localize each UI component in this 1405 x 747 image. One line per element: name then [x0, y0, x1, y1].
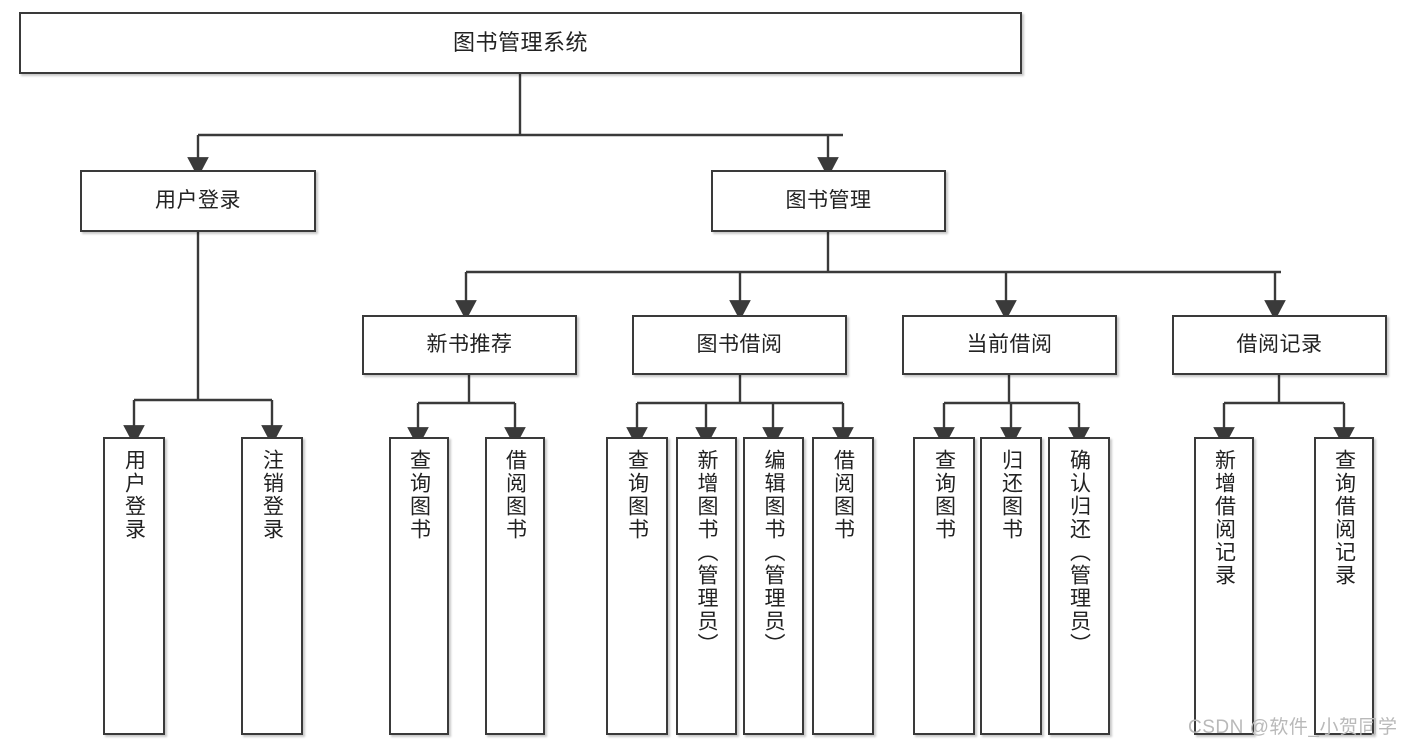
leaf-edit-book-admin[interactable]: 编辑图书（管理员）	[743, 437, 804, 735]
node-label: 查询借阅记录	[1332, 449, 1356, 587]
node-label: 借阅图书	[831, 449, 855, 541]
leaf-query-book-current[interactable]: 查询图书	[913, 437, 975, 735]
leaf-add-book-admin[interactable]: 新增图书（管理员）	[676, 437, 737, 735]
node-current-borrow[interactable]: 当前借阅	[902, 315, 1117, 375]
node-label: 注销登录	[260, 449, 284, 541]
leaf-return-book[interactable]: 归还图书	[980, 437, 1042, 735]
node-label: 图书借阅	[696, 332, 783, 356]
node-borrow-record[interactable]: 借阅记录	[1172, 315, 1387, 375]
leaf-user-login[interactable]: 用户登录	[103, 437, 165, 735]
node-label: 用户登录	[122, 449, 146, 541]
leaf-confirm-return-admin[interactable]: 确认归还（管理员）	[1048, 437, 1110, 735]
node-new-book-recommend[interactable]: 新书推荐	[362, 315, 577, 375]
node-label: 查询图书	[625, 449, 649, 541]
node-user-login[interactable]: 用户登录	[80, 170, 316, 232]
leaf-borrow-book-newbook[interactable]: 借阅图书	[485, 437, 545, 735]
leaf-borrow-book[interactable]: 借阅图书	[812, 437, 874, 735]
node-label: 确认归还（管理员）	[1067, 449, 1091, 656]
node-label: 归还图书	[999, 449, 1023, 541]
watermark-text: CSDN @软件_小贺同学	[1188, 717, 1398, 738]
node-book-management[interactable]: 图书管理	[711, 170, 946, 232]
node-book-borrow[interactable]: 图书借阅	[632, 315, 847, 375]
node-label: 新增借阅记录	[1212, 449, 1236, 587]
leaf-logout[interactable]: 注销登录	[241, 437, 303, 735]
node-label: 图书管理	[785, 188, 872, 212]
leaf-add-borrow-record[interactable]: 新增借阅记录	[1194, 437, 1254, 735]
node-label: 查询图书	[407, 449, 431, 541]
node-label: 新书推荐	[426, 332, 513, 356]
leaf-query-borrow-record[interactable]: 查询借阅记录	[1314, 437, 1374, 735]
node-label: 借阅记录	[1236, 332, 1323, 356]
node-label: 当前借阅	[966, 332, 1053, 356]
node-label: 用户登录	[155, 188, 241, 212]
leaf-query-book-newbook[interactable]: 查询图书	[389, 437, 449, 735]
node-label: 编辑图书（管理员）	[762, 449, 785, 656]
node-label: 图书管理系统	[452, 30, 588, 56]
node-label: 借阅图书	[503, 449, 527, 541]
leaf-query-book-borrow[interactable]: 查询图书	[606, 437, 668, 735]
node-label: 新增图书（管理员）	[695, 449, 718, 656]
node-label: 查询图书	[932, 449, 956, 541]
node-root-system[interactable]: 图书管理系统	[19, 12, 1022, 74]
